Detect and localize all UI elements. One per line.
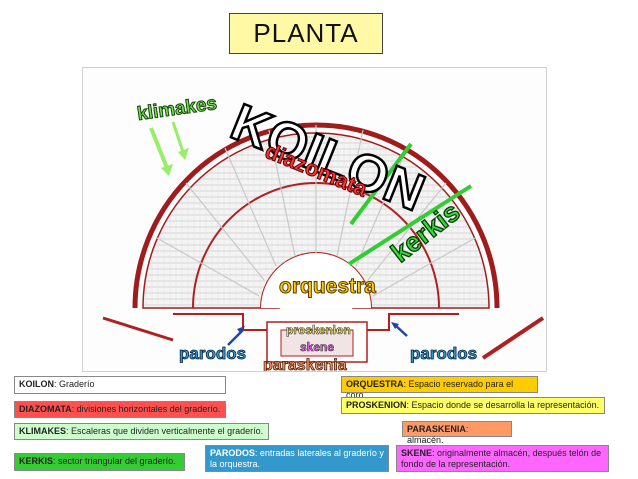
legend-kerkis-term: KERKIS xyxy=(19,456,54,466)
legend-parodos-term: PARODOS xyxy=(210,448,255,458)
legend-diazomata: DIAZOMATA: divisiones horizontales del g… xyxy=(14,401,226,418)
legend-kerkis: KERKIS: sector triangular del graderío. xyxy=(14,453,185,471)
legend-parodos-desc: : entradas laterales al graderío y la or… xyxy=(210,448,384,469)
label-klimakes: klimakes xyxy=(136,93,218,125)
legend-skene-term: SKENE xyxy=(401,448,433,458)
klimakes-arrowhead-left xyxy=(161,164,173,176)
parodos-arrowhead-left xyxy=(237,326,245,334)
label-paraskenia: paraskenia xyxy=(263,357,347,372)
klimakes-arrowhead-right xyxy=(178,148,189,160)
legend-diazomata-desc: : divisiones horizontales del graderío. xyxy=(71,404,221,414)
orquestra-floor xyxy=(261,253,371,308)
parodos-arrowhead-right xyxy=(391,322,399,329)
legend-proskenion: PROSKENION: Espacio donde se desarrolla … xyxy=(341,397,605,414)
legend-klimakes: KLIMAKES: Escaleras que dividen vertical… xyxy=(14,423,269,440)
label-skene: skene xyxy=(300,340,334,354)
legend-paraskenia: PARASKENIA: almacén. xyxy=(402,421,512,445)
label-parodos-right: parodos xyxy=(410,344,477,363)
legend-diazomata-term: DIAZOMATA xyxy=(19,404,72,414)
legend-klimakes-desc: : Escaleras que dividen verticalmente el… xyxy=(66,426,264,436)
legend-orquestra-desc: : Espacio reservado para el coro. xyxy=(346,379,514,400)
label-orquestra: orquestra xyxy=(279,275,376,298)
parodos-arrow-right xyxy=(394,324,408,337)
page-title: PLANTA xyxy=(229,13,383,54)
legend-orquestra-term: ORQUESTRA xyxy=(346,379,404,389)
legend-orquestra: ORQUESTRA: Espacio reservado para el cor… xyxy=(341,376,538,400)
legend-koilon: KOILON: Graderío xyxy=(14,376,226,394)
legend-parodos: PARODOS: entradas laterales al graderío … xyxy=(205,445,389,472)
theatre-plan-svg: klimakes KOILON diazomata kerkis orquest… xyxy=(102,92,545,372)
legend-paraskenia-desc: : almacén. xyxy=(407,424,469,445)
koilon-seating xyxy=(132,122,500,309)
legend-paraskenia-term: PARASKENIA xyxy=(407,424,466,434)
legend-kerkis-desc: : sector triangular del graderío. xyxy=(53,456,176,466)
kerkis-line-upper xyxy=(349,142,413,226)
theatre-plan-diagram: klimakes KOILON diazomata kerkis orquest… xyxy=(82,67,547,372)
kerkis-line-lower xyxy=(347,184,473,266)
label-proskenion: proskenion xyxy=(286,323,351,337)
label-parodos-left: parodos xyxy=(179,344,246,363)
klimakes-arrow-left xyxy=(149,127,169,169)
legend-proskenion-desc: : Espacio donde se desarrolla la represe… xyxy=(406,400,600,410)
legend-koilon-desc: : Graderío xyxy=(54,379,95,389)
legend-proskenion-term: PROSKENION xyxy=(346,400,407,410)
klimakes-arrow-right xyxy=(171,121,185,153)
legend-klimakes-term: KLIMAKES xyxy=(19,426,66,436)
legend-skene-desc: : originalmente almacén, después telón d… xyxy=(401,448,602,469)
skene-building xyxy=(102,313,545,363)
legend-skene: SKENE: originalmente almacén, después te… xyxy=(396,445,609,472)
legend-koilon-term: KOILON xyxy=(19,379,54,389)
